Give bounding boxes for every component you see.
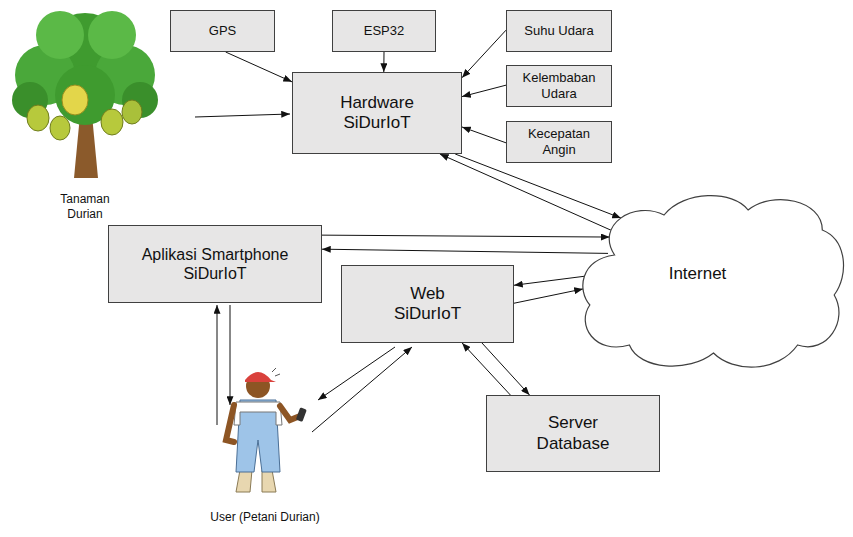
farmer-arm [226, 405, 234, 442]
arrow-connector [462, 343, 510, 395]
node-text-group: Web SiDurIoT [378, 284, 478, 325]
farmer-cap [245, 372, 276, 382]
durian-fruit [62, 85, 88, 115]
arrow-connector [462, 127, 506, 143]
arrow-connector [514, 276, 585, 285]
arrow-connector [514, 289, 583, 303]
figure-caption: Tanaman Durian [50, 192, 120, 222]
tree-crown [88, 11, 136, 59]
arrow-connector [455, 154, 621, 218]
arrow-connector [226, 52, 292, 82]
arrow-connector [383, 52, 384, 72]
node-text-group: Server Database [523, 413, 623, 454]
sensor-box: ESP32 [332, 10, 436, 52]
node-label: Suhu Udara [524, 23, 593, 39]
node-label: Internet [669, 264, 727, 284]
hardware-box: Hardware SiDurIoT [292, 72, 462, 154]
sensor-box: GPS [170, 10, 275, 52]
internet-cloud: Internet [575, 185, 850, 375]
durian-fruit [101, 109, 123, 135]
node-text-group: ESP32 [364, 23, 404, 39]
node-text-group: Kelembaban Udara [519, 70, 599, 101]
node-text-group: Aplikasi Smartphone SiDurIoT [115, 245, 315, 283]
sensor-box: Suhu Udara [506, 10, 612, 52]
farmer-boots [236, 470, 276, 492]
arrow-connector [462, 30, 506, 78]
arrow-connector [322, 249, 608, 253]
durian-fruit [50, 116, 70, 140]
arrow-connector [322, 235, 610, 237]
tree-arrow [195, 114, 290, 117]
user-arrow [230, 305, 231, 405]
arrow-connector [440, 154, 611, 230]
sensor-box: Kelembaban Udara [506, 65, 612, 107]
tree-crown [36, 11, 84, 59]
node-text-group: Hardware SiDurIoT [322, 93, 432, 134]
node-label: Server Database [523, 413, 623, 454]
durian-fruit [122, 100, 142, 124]
durian-fruit [27, 105, 49, 131]
farmer-shirt [234, 402, 282, 425]
user-arrow [217, 305, 218, 425]
figure-caption: User (Petani Durian) [200, 510, 330, 525]
arrow-connector [482, 343, 530, 395]
node-label: GPS [209, 23, 236, 39]
node-label: Kecepatan Angin [519, 126, 599, 157]
farmer-figure [226, 368, 307, 492]
node-label: Hardware SiDurIoT [322, 93, 432, 134]
smartphone [296, 407, 307, 422]
arrow-connector [462, 85, 506, 96]
node-text-group: Suhu Udara [524, 23, 593, 39]
cloud-path [583, 196, 844, 368]
node-text-group: Internet [669, 264, 727, 284]
app-box: Aplikasi Smartphone SiDurIoT [108, 225, 322, 303]
node-text-group: GPS [209, 23, 236, 39]
node-label: Web SiDurIoT [378, 284, 478, 325]
node-label: Aplikasi Smartphone SiDurIoT [115, 245, 315, 283]
sensor-box: Kecepatan Angin [506, 121, 612, 163]
user-arrow [312, 347, 412, 432]
node-label: Kelembaban Udara [519, 70, 599, 101]
node-text-group: Kecepatan Angin [519, 126, 599, 157]
durian-tree [12, 11, 158, 178]
database-box: Server Database [486, 395, 660, 472]
user-arrow [318, 347, 395, 400]
web-box: Web SiDurIoT [341, 265, 514, 343]
motion-mark [272, 368, 280, 376]
node-label: ESP32 [364, 23, 404, 39]
